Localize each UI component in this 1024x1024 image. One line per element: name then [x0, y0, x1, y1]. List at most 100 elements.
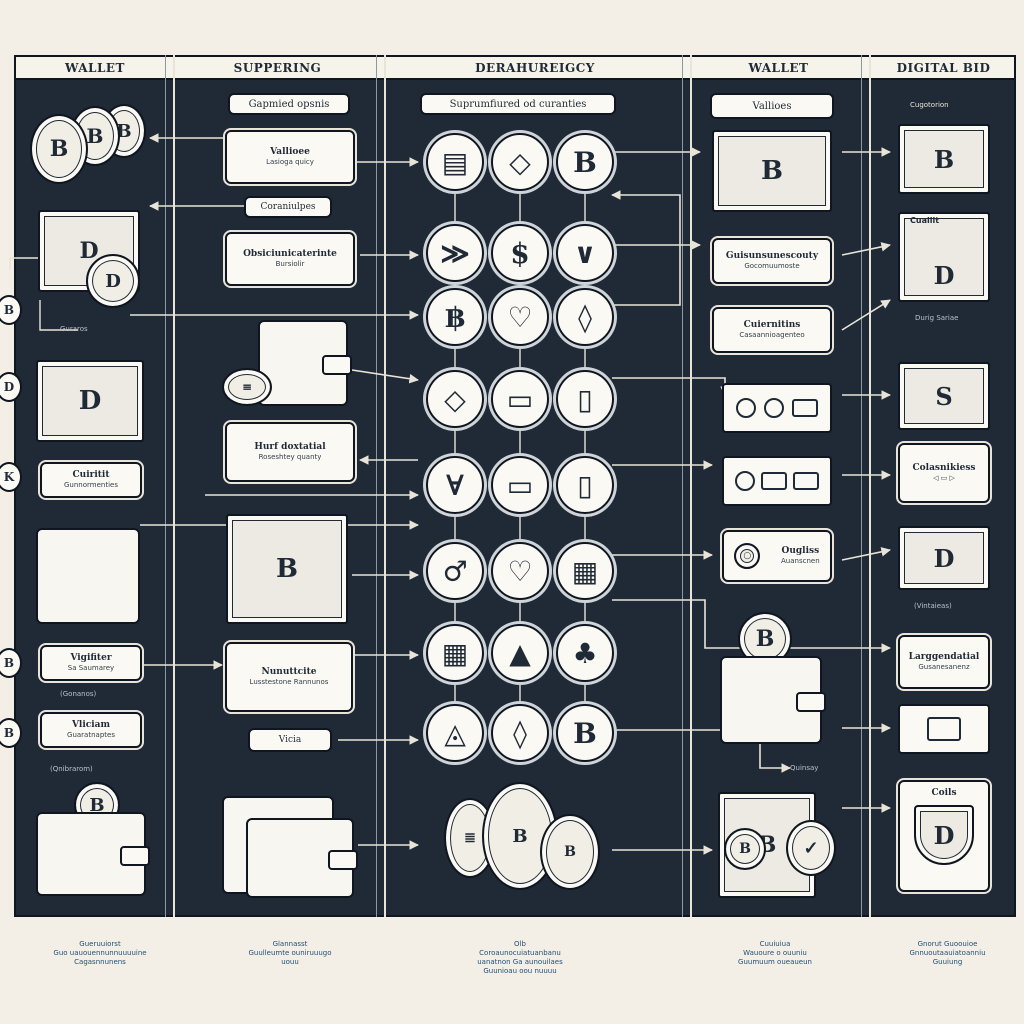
column-divider [384, 55, 386, 917]
wallet-icon [246, 818, 358, 898]
box-nunuttcite[interactable]: Nunuttcite Lusstestone Rannunos [225, 642, 353, 712]
currency-node-icon[interactable]: ▦ [556, 542, 614, 600]
box-subtitle: Auanscnen [781, 557, 820, 565]
gapmied-options-pill[interactable]: Gapmied opsnis [228, 93, 350, 115]
far-left-box-currency[interactable]: Cuiritit Gunnormenties [40, 462, 142, 498]
currency-node-icon[interactable]: ◇ [426, 370, 484, 428]
caption: Quinsay [790, 764, 819, 772]
payment-card-icon [898, 704, 990, 754]
box-subtitle: Casaannioagenteo [739, 331, 805, 339]
wallet-icon [258, 320, 352, 406]
currency-node-icon[interactable]: ≫ [426, 224, 484, 282]
box-guisunsunescouty[interactable]: Guisunsunescouty Gocomuumoste [712, 238, 832, 284]
vallioes-pill[interactable]: Vallioes [710, 93, 834, 119]
box-subtitle: Guaratnaptes [67, 731, 115, 739]
box-title: Ougliss [781, 546, 820, 556]
box-title: Vliciam [71, 720, 111, 730]
currency-node-icon[interactable]: ▭ [491, 370, 549, 428]
far-left-box-vigifiter[interactable]: Vigifiter Sa Saumarey [40, 645, 142, 681]
column-title-suppering: SUPPERING [233, 61, 322, 75]
currency-node-icon[interactable]: ฿ [426, 288, 484, 346]
box-subtitle: Lusstestone Rannunos [249, 678, 329, 686]
currencies-pill[interactable]: Suprumfiured od curanties [420, 93, 616, 115]
wire [841, 242, 891, 256]
column-divider [869, 55, 871, 917]
box-hurf-doxtatial[interactable]: Hurf doxtatial Roseshtey quanty [225, 422, 355, 482]
coraniulpes-pill[interactable]: Coraniulpes [244, 196, 332, 218]
currency-node-icon[interactable]: B [556, 133, 614, 191]
box-title: Vallioee [270, 147, 310, 157]
currency-node-icon[interactable]: ◊ [556, 288, 614, 346]
box-coils[interactable]: Coils D [898, 780, 990, 892]
currency-node-icon[interactable]: ▯ [556, 456, 614, 514]
wallet-icon [36, 812, 150, 896]
banknote-icon: B [898, 124, 990, 194]
banknote-icon: D [898, 212, 990, 302]
currency-node-icon[interactable]: ◇ [491, 133, 549, 191]
far-left-box-vliciam[interactable]: Vliciam Guaratnaptes [40, 712, 142, 748]
coin-icon: ○ [734, 543, 761, 569]
coin-icon: B [724, 828, 766, 870]
box-vallioee[interactable]: Vallioee Lasioga quicy [225, 130, 355, 184]
side-tab-icon[interactable]: B [0, 648, 22, 678]
side-tab-icon[interactable]: D [0, 372, 22, 402]
currency-node-icon[interactable]: ∨ [556, 224, 614, 282]
coin-stack-icon: ≡ [222, 368, 272, 406]
wire [39, 300, 78, 331]
caption: Cualiit [910, 216, 940, 225]
wire [612, 377, 730, 396]
currency-node-icon[interactable]: ♡ [491, 288, 549, 346]
vicia-pill[interactable]: Vicia [248, 728, 332, 752]
caption: Guraros [60, 325, 88, 333]
currency-node-icon[interactable]: ◬ [426, 704, 484, 762]
coin-stack-icon: B [540, 814, 600, 890]
box-cuiernitins[interactable]: Cuiernitins Casaannioagenteo [712, 307, 832, 353]
banknote-stack-icon: B [226, 514, 348, 624]
box-title: Coils [931, 788, 957, 798]
column-divider [682, 55, 683, 917]
caption: (Qnibrarom) [50, 765, 93, 773]
wallet-icon [36, 528, 140, 624]
currency-node-icon[interactable]: ♡ [491, 542, 549, 600]
side-tab-icon[interactable]: B [0, 295, 22, 325]
box-title: Nunuttcite [261, 667, 317, 677]
wire [9, 257, 40, 270]
wire [351, 369, 419, 384]
currency-node-icon[interactable]: ▯ [556, 370, 614, 428]
column-divider [376, 55, 377, 917]
payment-card-icon [722, 383, 832, 433]
banknote-icon: D [36, 360, 144, 442]
box-subtitle: Gocomuumoste [744, 262, 800, 270]
wire [841, 299, 891, 331]
currency-node-icon[interactable]: ◊ [491, 704, 549, 762]
caption: (Gonanos) [60, 690, 97, 698]
column-title-wallet-right: WALLET [748, 61, 809, 75]
currency-node-icon[interactable]: ♣ [556, 624, 614, 682]
box-ougliss[interactable]: ○ Ougliss Auanscnen [722, 530, 832, 582]
box-larggendatial[interactable]: Larggendatial Gusanesanenz [898, 635, 990, 689]
currency-node-icon[interactable]: ▲ [491, 624, 549, 682]
currency-node-icon[interactable]: ▭ [491, 456, 549, 514]
currency-node-icon[interactable]: ▦ [426, 624, 484, 682]
box-subtitle: Sa Saumarey [67, 664, 115, 672]
currency-node-icon[interactable]: ♂ [426, 542, 484, 600]
box-obsiciunicaterinte[interactable]: Obsiciunicaterinte Bursiolir [225, 232, 355, 286]
currency-node-icon[interactable]: ∀ [426, 456, 484, 514]
coin-icon: B [30, 114, 88, 184]
currency-node-icon[interactable]: B [556, 704, 614, 762]
side-tab-icon[interactable]: B [0, 718, 22, 748]
column-divider [861, 55, 862, 917]
side-tab-icon[interactable]: K [0, 462, 22, 492]
box-subtitle: Lasioga quicy [266, 158, 314, 166]
box-title: Cuiernitins [743, 320, 801, 330]
box-title: Vigifiter [70, 653, 112, 663]
payment-card-icon [722, 456, 832, 506]
caption: Cugotorion [910, 101, 949, 109]
currency-node-icon[interactable]: $ [491, 224, 549, 282]
box-colasnikiess[interactable]: Colasnikiess ◁ ▭ ▷ [898, 443, 990, 503]
currency-node-icon[interactable]: ▤ [426, 133, 484, 191]
wire [611, 190, 681, 306]
column-title-wallet-left: WALLET [65, 61, 125, 75]
